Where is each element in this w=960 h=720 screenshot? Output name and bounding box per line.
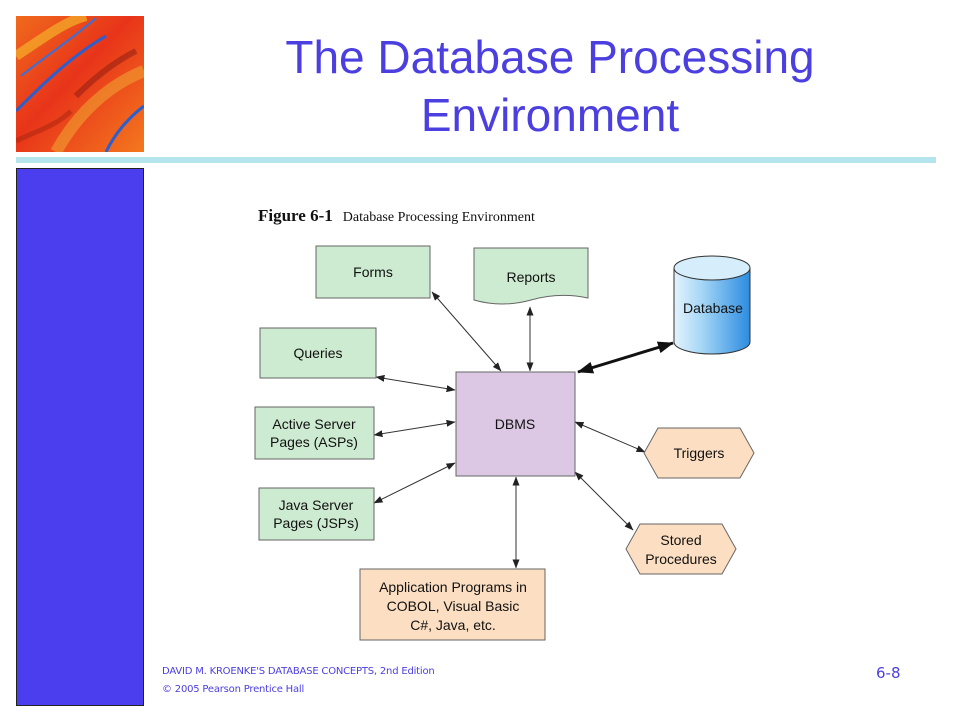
connector-forms	[431, 291, 502, 372]
node-stored-label-line2: Procedures	[645, 551, 717, 567]
node-database-label: Database	[683, 300, 743, 316]
footer-book-title: DAVID M. KROENKE'S DATABASE CONCEPTS, 2n…	[162, 666, 435, 677]
connector-stored-procedures	[574, 471, 634, 531]
figure-caption-text: Database Processing Environment	[342, 210, 535, 225]
connector-asp	[373, 419, 456, 438]
node-reports: Reports	[473, 247, 589, 305]
slide-number: 6-8	[876, 664, 901, 682]
corner-artwork	[16, 16, 144, 152]
node-forms: Forms	[315, 245, 431, 299]
node-active-server-pages: Active Server Pages (ASPs)	[254, 406, 375, 460]
figure-caption: Figure 6-1 Database Processing Environme…	[258, 206, 535, 226]
node-jsp-label-line2: Pages (JSPs)	[273, 515, 359, 531]
node-app-label-line2: COBOL, Visual Basic	[387, 598, 520, 614]
node-app-label-line3: C#, Java, etc.	[410, 617, 496, 633]
node-asp-label-line2: Pages (ASPs)	[270, 434, 358, 450]
node-dbms: DBMS	[455, 371, 576, 477]
slide-title: The Database Processing Environment	[180, 28, 920, 144]
node-triggers-label: Triggers	[674, 445, 725, 461]
node-stored-label-line1: Stored	[660, 532, 701, 548]
node-reports-label: Reports	[506, 269, 555, 285]
left-side-bar	[16, 168, 144, 706]
connector-triggers	[574, 421, 646, 453]
figure-number: Figure 6-1	[258, 206, 333, 225]
connector-queries	[375, 374, 456, 393]
connector-jsp	[373, 462, 456, 504]
node-app-label-line1: Application Programs in	[379, 579, 527, 595]
node-stored-procedures: Stored Procedures	[625, 523, 737, 575]
title-divider	[16, 157, 936, 163]
slide-title-line2: Environment	[420, 89, 680, 141]
footer-copyright: © 2005 Pearson Prentice Hall	[162, 684, 305, 695]
connector-database	[577, 341, 674, 374]
node-queries: Queries	[259, 327, 377, 379]
node-asp-label-line1: Active Server	[272, 416, 356, 432]
node-database: Database	[673, 255, 751, 355]
footer-credits: DAVID M. KROENKE'S DATABASE CONCEPTS, 2n…	[162, 663, 435, 699]
node-triggers: Triggers	[643, 427, 755, 479]
node-application-programs: Application Programs in COBOL, Visual Ba…	[359, 568, 546, 641]
node-java-server-pages: Java Server Pages (JSPs)	[258, 487, 375, 541]
slide-title-line1: The Database Processing	[285, 31, 815, 83]
node-jsp-label-line1: Java Server	[279, 497, 354, 513]
node-dbms-label: DBMS	[495, 416, 535, 432]
node-queries-label: Queries	[293, 345, 342, 361]
node-forms-label: Forms	[353, 264, 393, 280]
